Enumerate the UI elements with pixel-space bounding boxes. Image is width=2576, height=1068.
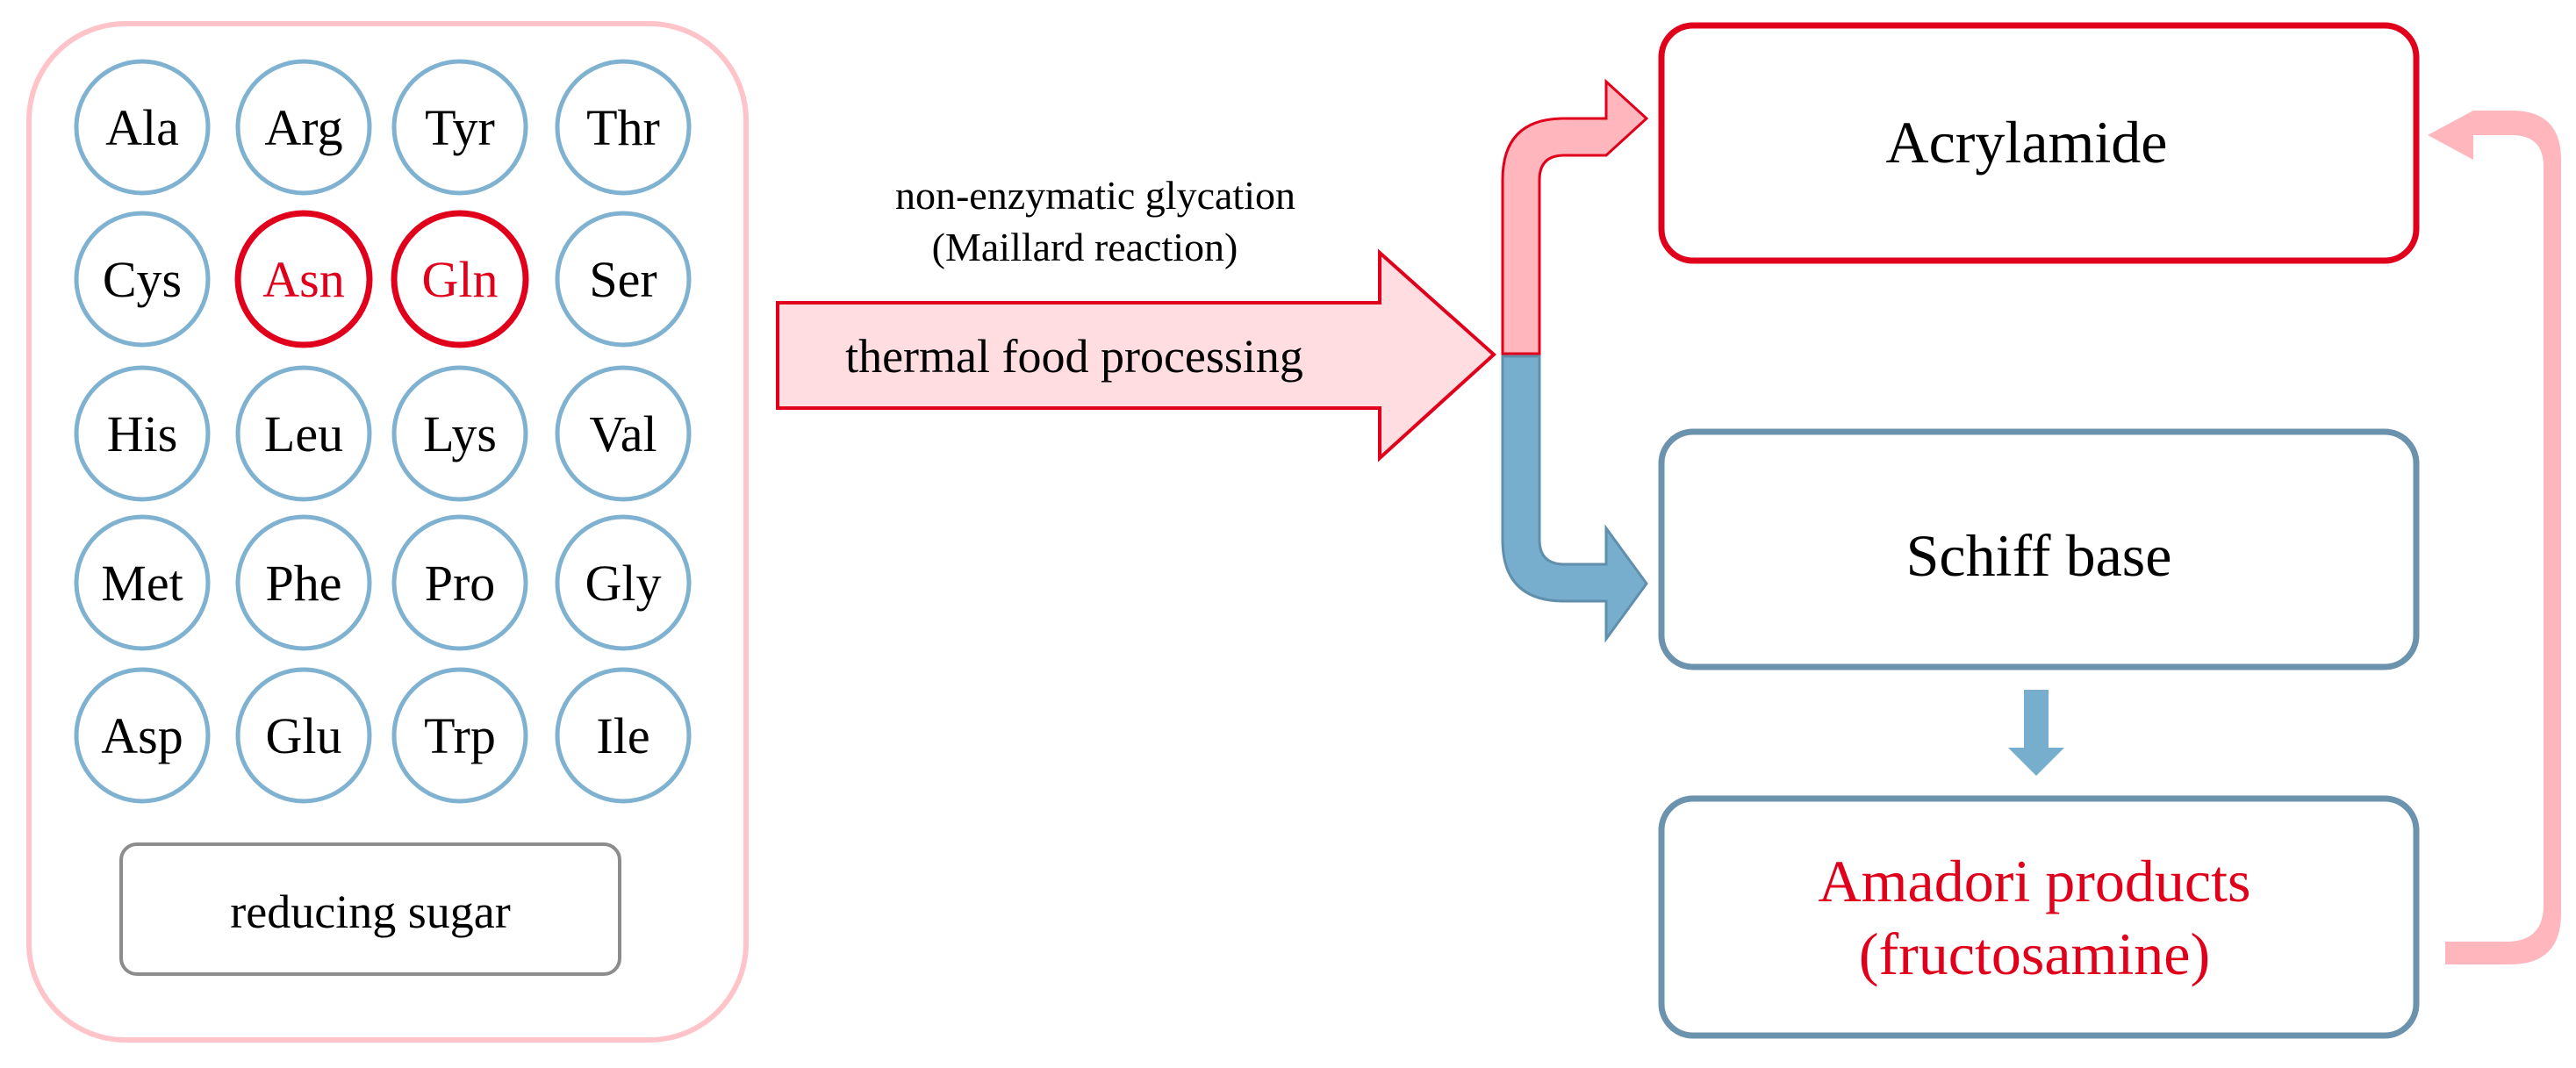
schiff-to-amadori-arrow bbox=[2008, 690, 2064, 776]
amino-acid-label: Gln bbox=[422, 251, 499, 308]
amino-acid-circle bbox=[235, 667, 372, 804]
amino-acid-ile: Ile bbox=[555, 667, 692, 804]
amino-acid-his: His bbox=[74, 365, 211, 502]
amino-acid-label: Ser bbox=[589, 251, 657, 308]
amino-acid-leu: Leu bbox=[235, 365, 372, 502]
amino-acid-circle bbox=[391, 365, 528, 502]
amino-acid-circle bbox=[391, 59, 528, 196]
amino-acid-label: Trp bbox=[424, 707, 496, 764]
acrylamide-label: Acrylamide bbox=[1886, 109, 2168, 176]
amino-acid-label: Thr bbox=[586, 99, 660, 156]
amino-acid-label: Arg bbox=[264, 99, 342, 156]
amino-acid-gln: Gln bbox=[391, 210, 529, 348]
schiff-base-label: Schiff base bbox=[1906, 522, 2172, 589]
amino-acid-label: Val bbox=[589, 405, 657, 462]
amino-acid-label: Asp bbox=[101, 707, 183, 764]
amino-acid-thr: Thr bbox=[555, 59, 692, 196]
amino-acid-label: Met bbox=[101, 555, 183, 612]
amino-acid-glu: Glu bbox=[235, 667, 372, 804]
amino-acid-label: Gly bbox=[585, 555, 662, 612]
amino-acid-circle bbox=[235, 365, 372, 502]
amino-acid-circle bbox=[391, 210, 529, 348]
amino-acid-trp: Trp bbox=[391, 667, 528, 804]
amino-acid-arg: Arg bbox=[235, 59, 372, 196]
amino-acid-circle bbox=[74, 667, 211, 804]
amino-acid-circle bbox=[74, 365, 211, 502]
amino-acid-label: Pro bbox=[425, 555, 496, 612]
amino-acid-pro: Pro bbox=[391, 514, 528, 651]
amino-acid-asp: Asp bbox=[74, 667, 211, 804]
reducing-sugar-label: reducing sugar bbox=[230, 885, 510, 938]
schiff-base-box bbox=[1658, 428, 2420, 670]
glycation-label: non-enzymatic glycation bbox=[895, 173, 1295, 218]
thermal-processing-arrow bbox=[776, 248, 1496, 462]
amino-acid-circle bbox=[74, 59, 211, 196]
thermal-processing-label: thermal food processing bbox=[845, 330, 1303, 383]
amino-acid-ala: Ala bbox=[74, 59, 211, 196]
amino-acid-tyr: Tyr bbox=[391, 59, 528, 196]
amino-acid-circle bbox=[235, 59, 372, 196]
amino-acid-circle bbox=[555, 365, 692, 502]
amino-acid-label: Cys bbox=[103, 251, 182, 308]
amino-acid-label: Ala bbox=[105, 99, 179, 156]
schiff-branch-arrow bbox=[1501, 355, 1648, 643]
amino-acid-circle bbox=[555, 211, 692, 348]
amino-acid-cys: Cys bbox=[74, 211, 211, 348]
amino-acid-label: Asn bbox=[262, 251, 344, 308]
amino-acid-circle bbox=[74, 514, 211, 651]
maillard-label: (Maillard reaction) bbox=[932, 225, 1238, 269]
acrylamide-box bbox=[1658, 22, 2420, 264]
amino-acid-val: Val bbox=[555, 365, 692, 502]
amadori-label-line1: Amadori products bbox=[1819, 848, 2251, 914]
amino-acid-label: Leu bbox=[264, 405, 343, 462]
reducing-sugar-box bbox=[119, 842, 621, 976]
amino-acid-label: Ile bbox=[596, 707, 649, 764]
amino-acid-circle bbox=[74, 211, 211, 348]
amino-acid-circle bbox=[555, 667, 692, 804]
amino-acid-label: Lys bbox=[423, 405, 497, 462]
amadori-to-acrylamide-arrow bbox=[2428, 111, 2561, 964]
amino-acid-circle bbox=[391, 514, 528, 651]
amino-acid-asn: Asn bbox=[234, 210, 373, 348]
amino-acid-gly: Gly bbox=[555, 514, 692, 651]
amino-acid-ser: Ser bbox=[555, 211, 692, 348]
amino-acid-phe: Phe bbox=[235, 514, 372, 651]
amino-acid-met: Met bbox=[74, 514, 211, 651]
acrylamide-branch-arrow bbox=[1501, 78, 1649, 355]
amadori-label-line2: (fructosamine) bbox=[1859, 921, 2210, 987]
amino-acid-circle bbox=[234, 210, 373, 348]
amadori-box bbox=[1658, 795, 2420, 1039]
amino-acid-label: Glu bbox=[266, 707, 342, 764]
amino-acid-circle bbox=[555, 59, 692, 196]
amino-acid-circle bbox=[391, 667, 528, 804]
amino-acid-circle bbox=[235, 514, 372, 651]
amino-acid-lys: Lys bbox=[391, 365, 528, 502]
amino-acid-circle bbox=[555, 514, 692, 651]
amino-acid-label: Phe bbox=[266, 555, 342, 612]
amino-acid-label: His bbox=[107, 405, 178, 462]
amino-acid-label: Tyr bbox=[425, 99, 495, 156]
